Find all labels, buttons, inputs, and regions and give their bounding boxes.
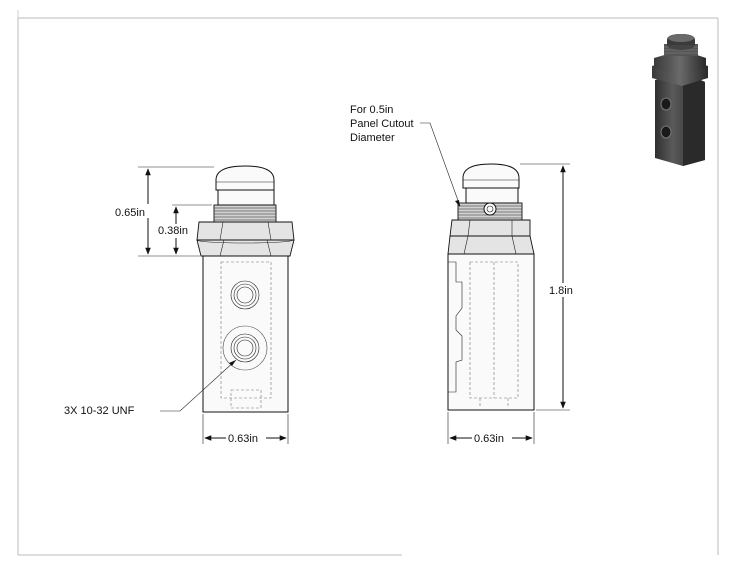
side-upper-nut bbox=[449, 219, 531, 237]
side-lower-nut bbox=[447, 235, 535, 255]
panel-note-line2: Panel Cutout bbox=[350, 118, 414, 130]
dimension-1-8: 1.8in bbox=[520, 163, 580, 411]
dimension-front-width: 0.63in bbox=[202, 414, 289, 445]
front-button-cap bbox=[215, 165, 275, 191]
dim-label-065: 0.65in bbox=[115, 207, 145, 219]
side-set-screw bbox=[483, 202, 497, 216]
thread-note: 3X 10-32 UNF bbox=[64, 359, 237, 417]
front-thread bbox=[213, 204, 277, 223]
front-port-lower bbox=[222, 325, 268, 371]
panel-note-line3: Diameter bbox=[350, 132, 395, 144]
dimension-side-width: 0.63in bbox=[447, 412, 535, 445]
front-port-upper bbox=[230, 280, 260, 310]
valve-isometric-icon bbox=[652, 34, 708, 166]
dimension-0-65: 0.65in bbox=[115, 166, 214, 257]
front-view bbox=[196, 165, 295, 413]
dim-label-height-18: 1.8in bbox=[549, 285, 573, 297]
dim-label-038: 0.38in bbox=[158, 225, 188, 237]
side-body bbox=[447, 253, 535, 411]
panel-note-line1: For 0.5in bbox=[350, 104, 393, 116]
side-button-cap bbox=[462, 163, 520, 189]
dim-label-side-width: 0.63in bbox=[474, 433, 504, 445]
panel-cutout-note: For 0.5in Panel Cutout Diameter bbox=[350, 104, 461, 207]
dim-label-front-width: 0.63in bbox=[228, 433, 258, 445]
side-view bbox=[447, 163, 535, 411]
dimension-0-38: 0.38in bbox=[156, 204, 212, 255]
front-upper-nut bbox=[196, 221, 295, 241]
thread-note-label: 3X 10-32 UNF bbox=[64, 405, 135, 417]
drawing-frame bbox=[17, 10, 719, 556]
